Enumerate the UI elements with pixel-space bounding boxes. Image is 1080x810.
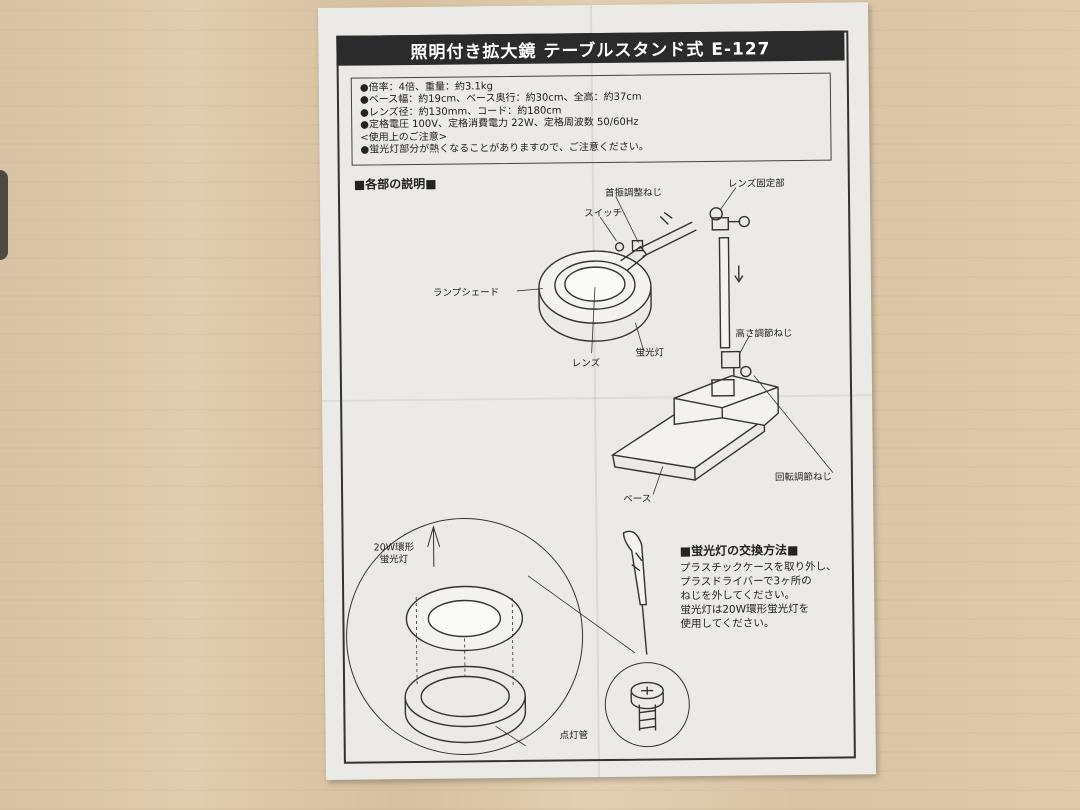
label-lamp-socket: 点灯管	[559, 730, 589, 742]
base-drawing	[610, 374, 779, 481]
label-base: ベース	[623, 493, 652, 505]
label-rotation-screw: 回転調節ねじ	[774, 471, 833, 484]
lens-fixing-drawing	[709, 207, 750, 231]
instruction-sheet: 照明付き拡大鏡 テーブルスタンド式 E-127 ●倍率：4倍、重量：約3.1kg…	[318, 2, 877, 780]
screwdriver-drawing	[622, 530, 648, 655]
replace-line: 使用してください。	[680, 617, 775, 631]
height-screw-drawing	[720, 350, 752, 380]
replace-instructions: プラスチックケースを取り外し、 プラスドライバーで3ヶ所の ねじを外してください…	[680, 560, 837, 632]
label-height-screw: 高さ調節ねじ	[735, 328, 793, 340]
leader-lines	[516, 187, 834, 495]
replace-heading: ■蛍光灯の交換方法■	[679, 542, 799, 559]
label-lamp-shade: ランプシェード	[432, 287, 500, 299]
arm-drawing	[614, 211, 697, 258]
label-neck-screw: 首振調整ねじ	[604, 187, 663, 200]
replace-line: プラスチックケースを取り外し、	[679, 560, 837, 575]
label-lens: レンズ	[571, 358, 601, 370]
label-switch: スイッチ	[584, 207, 623, 220]
pole-drawing	[718, 237, 744, 349]
lamp-shade-drawing	[538, 245, 652, 342]
label-ring-lamp-line2: 蛍光灯	[379, 554, 409, 566]
exploded-view-drawing	[346, 517, 636, 755]
label-fluorescent: 蛍光灯	[635, 347, 665, 359]
label-lens-fixing: レンズ固定部	[727, 178, 785, 190]
parts-illustration	[346, 187, 834, 755]
screw-detail-drawing	[604, 662, 690, 748]
left-edge-object	[0, 170, 8, 260]
